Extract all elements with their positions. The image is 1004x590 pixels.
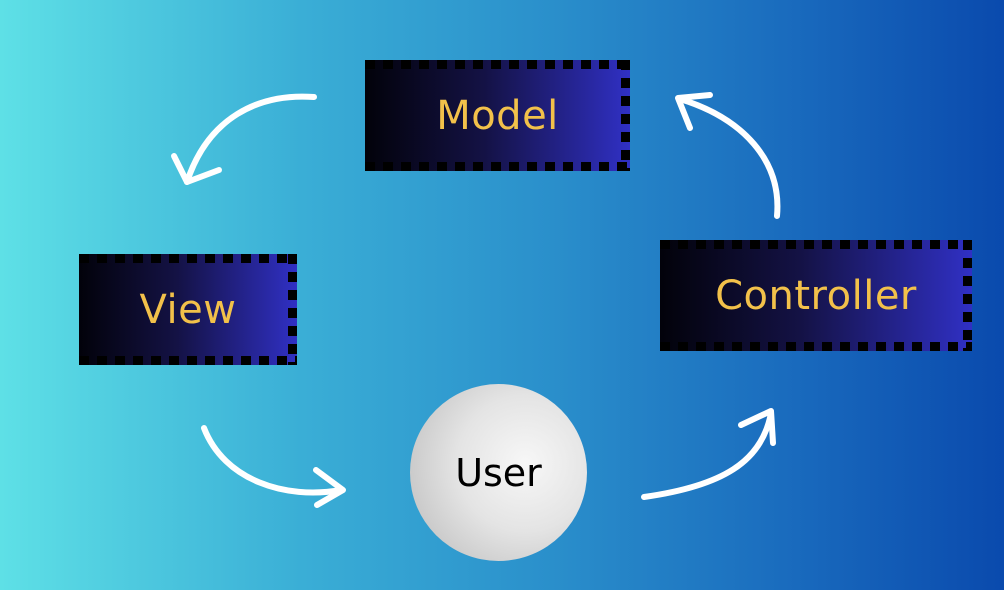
- view-label: View: [139, 286, 237, 333]
- model-label: Model: [436, 92, 559, 139]
- user-label: User: [455, 450, 542, 495]
- arrow-view-to-user: [201, 425, 346, 508]
- model-node: Model: [365, 60, 630, 171]
- user-node: User: [410, 384, 587, 561]
- view-node: View: [79, 254, 297, 365]
- arrow-model-to-view: [171, 93, 317, 185]
- arrow-controller-to-model: [675, 92, 781, 219]
- controller-label: Controller: [715, 272, 917, 319]
- arrow-user-to-controller: [641, 408, 776, 500]
- controller-node: Controller: [660, 240, 972, 351]
